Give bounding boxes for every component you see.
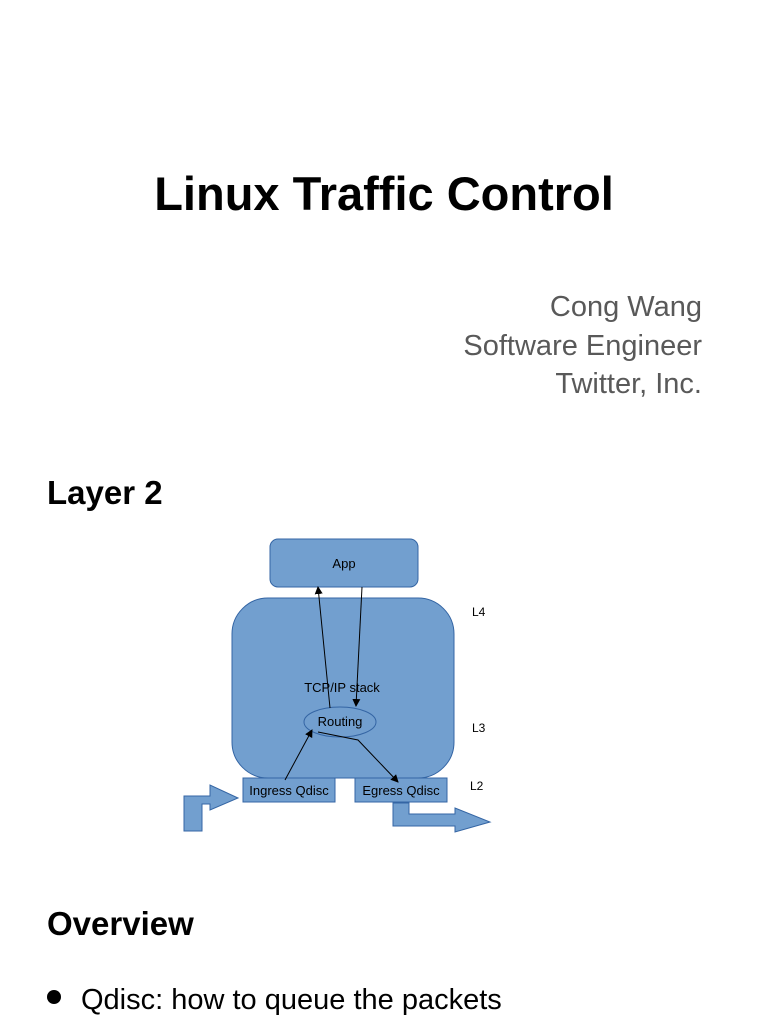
flow-routing-to-app <box>314 586 331 709</box>
app-label: App <box>332 556 355 571</box>
layer-label-l4: L4 <box>472 605 486 619</box>
flow-ingress-to-routing <box>284 729 313 781</box>
section-heading-overview: Overview <box>47 905 194 942</box>
bullet-dot <box>47 990 61 1004</box>
tcpip-stack-label: TCP/IP stack <box>304 680 380 695</box>
section-heading-layer2: Layer 2 <box>47 474 163 511</box>
tcpip-stack-box <box>231 597 455 779</box>
author-info: Cong Wang Software Engineer Twitter, Inc… <box>463 288 702 404</box>
slide-title: Linux Traffic Control <box>154 167 614 220</box>
ingress-qdisc-box <box>242 777 336 803</box>
flow-app-to-routing <box>352 586 363 707</box>
author-name: Cong Wang <box>549 291 702 323</box>
layer-label-l3: L3 <box>472 721 486 735</box>
ingress-qdisc-label: Ingress Qdisc <box>249 783 329 798</box>
routing-ellipse <box>303 706 377 738</box>
bullet-list-item: Qdisc: how to queue the packets <box>47 981 502 1019</box>
bullet-text: Qdisc: how to queue the packets <box>81 984 502 1016</box>
app-box <box>269 538 419 588</box>
ingress-arrow-shape <box>183 784 240 832</box>
egress-qdisc-label: Egress Qdisc <box>362 783 440 798</box>
author-company: Twitter, Inc. <box>555 368 702 400</box>
egress-qdisc-box <box>354 777 448 803</box>
routing-label: Routing <box>318 714 363 729</box>
layer-label-l2: L2 <box>470 779 484 793</box>
flow-routing-to-egress <box>317 731 399 783</box>
author-role: Software Engineer <box>463 329 702 362</box>
egress-arrow-shape <box>392 802 492 833</box>
